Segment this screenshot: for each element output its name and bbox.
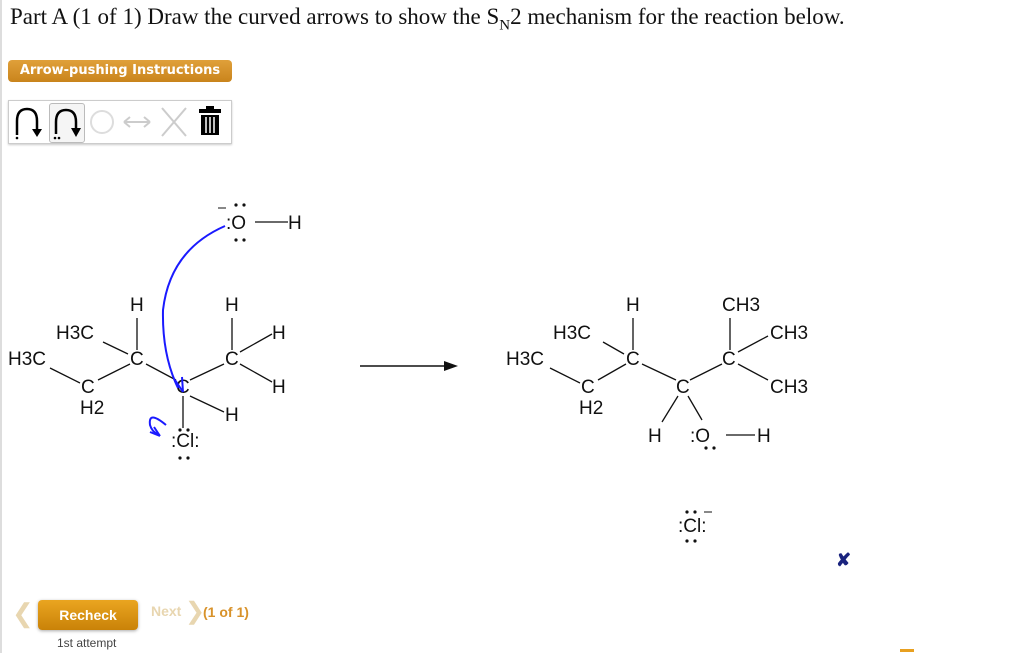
atom-h2: H2	[579, 398, 603, 419]
atom-o: :O	[690, 426, 710, 447]
atom-h3c: H3C	[553, 323, 591, 344]
product-atoms: H3C H3C C H2 C H C H :O H C CH3 CH3 CH3 …	[506, 295, 808, 543]
atom-c: C	[225, 349, 239, 370]
atom-c: C	[676, 377, 690, 398]
atom-cl: :Cl:	[171, 431, 200, 452]
atom-h2: H2	[80, 398, 104, 419]
atom-h: H	[130, 295, 144, 316]
atom-c: C	[130, 349, 144, 370]
atom-h: H	[272, 377, 286, 398]
atom-h3c: H3C	[506, 349, 544, 370]
recheck-button[interactable]: Recheck	[38, 600, 138, 630]
reactant-atoms: H3C H3C C H2 C H C :Cl: C H H H H :O H	[8, 203, 302, 460]
atom-hydroxide-o: :O	[226, 213, 246, 234]
arrowhead	[174, 376, 184, 393]
reaction-arrow	[360, 361, 458, 371]
lone-pairs	[685, 446, 716, 543]
electron-pair-arrow-icon[interactable]	[49, 103, 85, 143]
product-bonds	[549, 318, 769, 436]
curved-arrow-c-cl	[148, 416, 167, 435]
atom-h: H	[272, 323, 286, 344]
atom-h: H	[288, 213, 302, 234]
page-title: Part A (1 of 1) Draw the curved arrows t…	[10, 4, 845, 34]
lone-pairs	[178, 203, 246, 460]
incorrect-x-icon: ✘	[836, 550, 852, 570]
reactant-bonds	[49, 221, 288, 428]
atom-c: C	[626, 349, 640, 370]
atom-h3c: H3C	[56, 323, 94, 344]
delete-x-icon[interactable]	[157, 103, 191, 141]
atom-ch3: CH3	[770, 323, 808, 344]
resonance-arrow-icon[interactable]	[119, 103, 155, 141]
orange-marker	[900, 649, 914, 652]
atom-h: H	[225, 295, 239, 316]
atom-ch3: CH3	[722, 295, 760, 316]
atom-c: C	[81, 377, 95, 398]
single-electron-arrow-icon[interactable]	[11, 103, 47, 141]
previous-button[interactable]: ❮	[12, 598, 34, 628]
arrow-toolbar	[8, 100, 232, 144]
next-button[interactable]: Next	[151, 603, 182, 619]
atom-h: H	[225, 405, 239, 426]
curved-arrow-oh-to-c	[161, 225, 226, 389]
atom-c: C	[722, 349, 736, 370]
atom-h3c: H3C	[8, 349, 46, 370]
atom-h: H	[626, 295, 640, 316]
atom-h: H	[648, 426, 662, 447]
atom-c: C	[581, 377, 595, 398]
atom-ch3: CH3	[770, 377, 808, 398]
next-chevron-icon[interactable]: ❯	[185, 598, 206, 625]
attempt-label: 1st attempt	[57, 636, 117, 650]
rotate-icon[interactable]	[87, 103, 117, 141]
arrow-pushing-instructions-button[interactable]: Arrow-pushing Instructions	[8, 60, 232, 82]
atom-h: H	[757, 426, 771, 447]
left-border	[0, 0, 2, 653]
part-count: (1 of 1)	[203, 604, 249, 620]
trash-icon[interactable]	[195, 103, 225, 141]
curved-arrows	[148, 225, 226, 437]
chloride-ion: :Cl:	[678, 516, 707, 537]
